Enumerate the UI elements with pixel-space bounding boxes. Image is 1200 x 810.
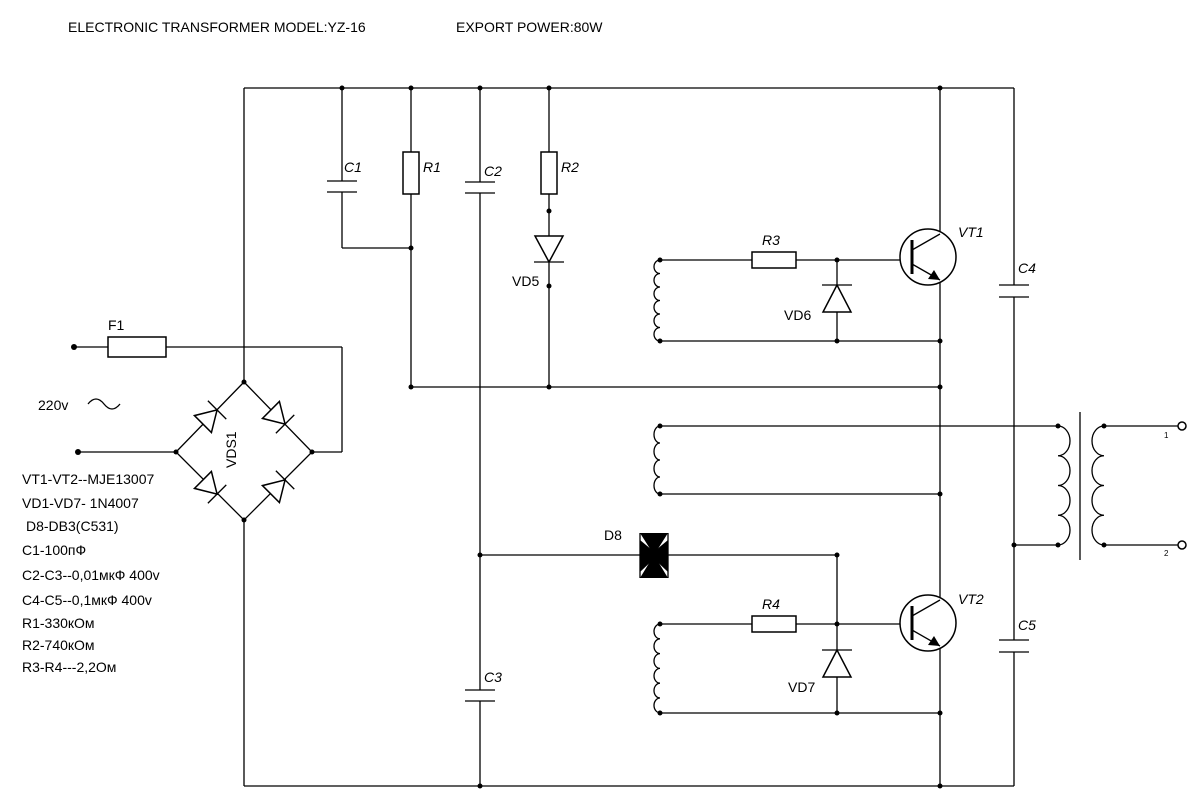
capacitor-c3: C3 [465,669,502,702]
c2-label: C2 [484,163,502,179]
diode-vd6: VD6 [784,283,853,323]
coil-lower-drive [653,623,661,714]
diac-d8: D8 [604,527,669,578]
capacitor-c5: C5 [999,617,1036,653]
c4-label: C4 [1018,260,1036,276]
resistor-r3: R3 [751,232,797,269]
r2-label: R2 [561,159,579,175]
spec-line: R3-R4---2,2Ом [22,659,116,675]
diode-vd5: VD5 [512,235,565,289]
output-terminal-1[interactable] [1177,421,1187,431]
c5-label: C5 [1018,617,1036,633]
vd6-label: VD6 [784,307,811,323]
resistor-r2: R2 [540,151,579,195]
spec-line: D8-DB3(C531) [26,518,119,534]
header-title: ELECTRONIC TRANSFORMER MODEL:YZ-16 [68,19,366,35]
diode-vd7: VD7 [788,648,853,695]
fuse-f1: F1 [107,317,167,358]
spec-line: C4-C5--0,1мкФ 400v [22,592,152,608]
capacitor-c1: C1 [327,159,362,193]
spec-line: VD1-VD7- 1N4007 [22,495,139,511]
spec-line: C1-100пФ [22,542,86,558]
coil-middle [653,425,661,495]
resistor-r1: R1 [402,151,441,195]
input-voltage-label: 220v [38,397,68,413]
spec-line: C2-C3--0,01мкФ 400v [22,567,160,583]
vd5-label: VD5 [512,273,539,289]
output-transformer [1057,412,1105,560]
capacitor-c2: C2 [465,163,502,194]
vd7-label: VD7 [788,679,815,695]
c3-label: C3 [484,669,502,685]
output-terminal-2[interactable] [1177,540,1187,550]
r1-label: R1 [423,159,441,175]
header-power: EXPORT POWER:80W [456,19,603,35]
ac-symbol-icon [87,398,121,410]
spec-line: R1-330кОм [22,615,95,631]
vt2-label: VT2 [958,591,984,607]
c1-label: C1 [344,159,362,175]
capacitor-c4: C4 [999,260,1036,298]
bridge-label: VDS1 [223,431,239,468]
vt1-label: VT1 [958,224,984,240]
wiring [74,87,1180,787]
output-pin-1-label: 1 [1164,431,1169,440]
output-pin-2-label: 2 [1164,549,1169,558]
spec-list: VT1-VT2--MJE13007 VD1-VD7- 1N4007 D8-DB3… [22,471,160,675]
spec-line: VT1-VT2--MJE13007 [22,471,154,487]
resistor-r4: R4 [751,596,797,633]
fuse-label: F1 [108,317,125,333]
d8-label: D8 [604,527,622,543]
spec-line: R2-740кОм [22,637,95,653]
coil-upper-drive [653,259,661,342]
transistor-vt1: VT1 [899,224,984,286]
transistor-vt2: VT2 [899,591,984,652]
r4-label: R4 [762,596,780,612]
bridge-rectifier-vds1: VDS1 [175,381,313,521]
r3-label: R3 [762,232,780,248]
